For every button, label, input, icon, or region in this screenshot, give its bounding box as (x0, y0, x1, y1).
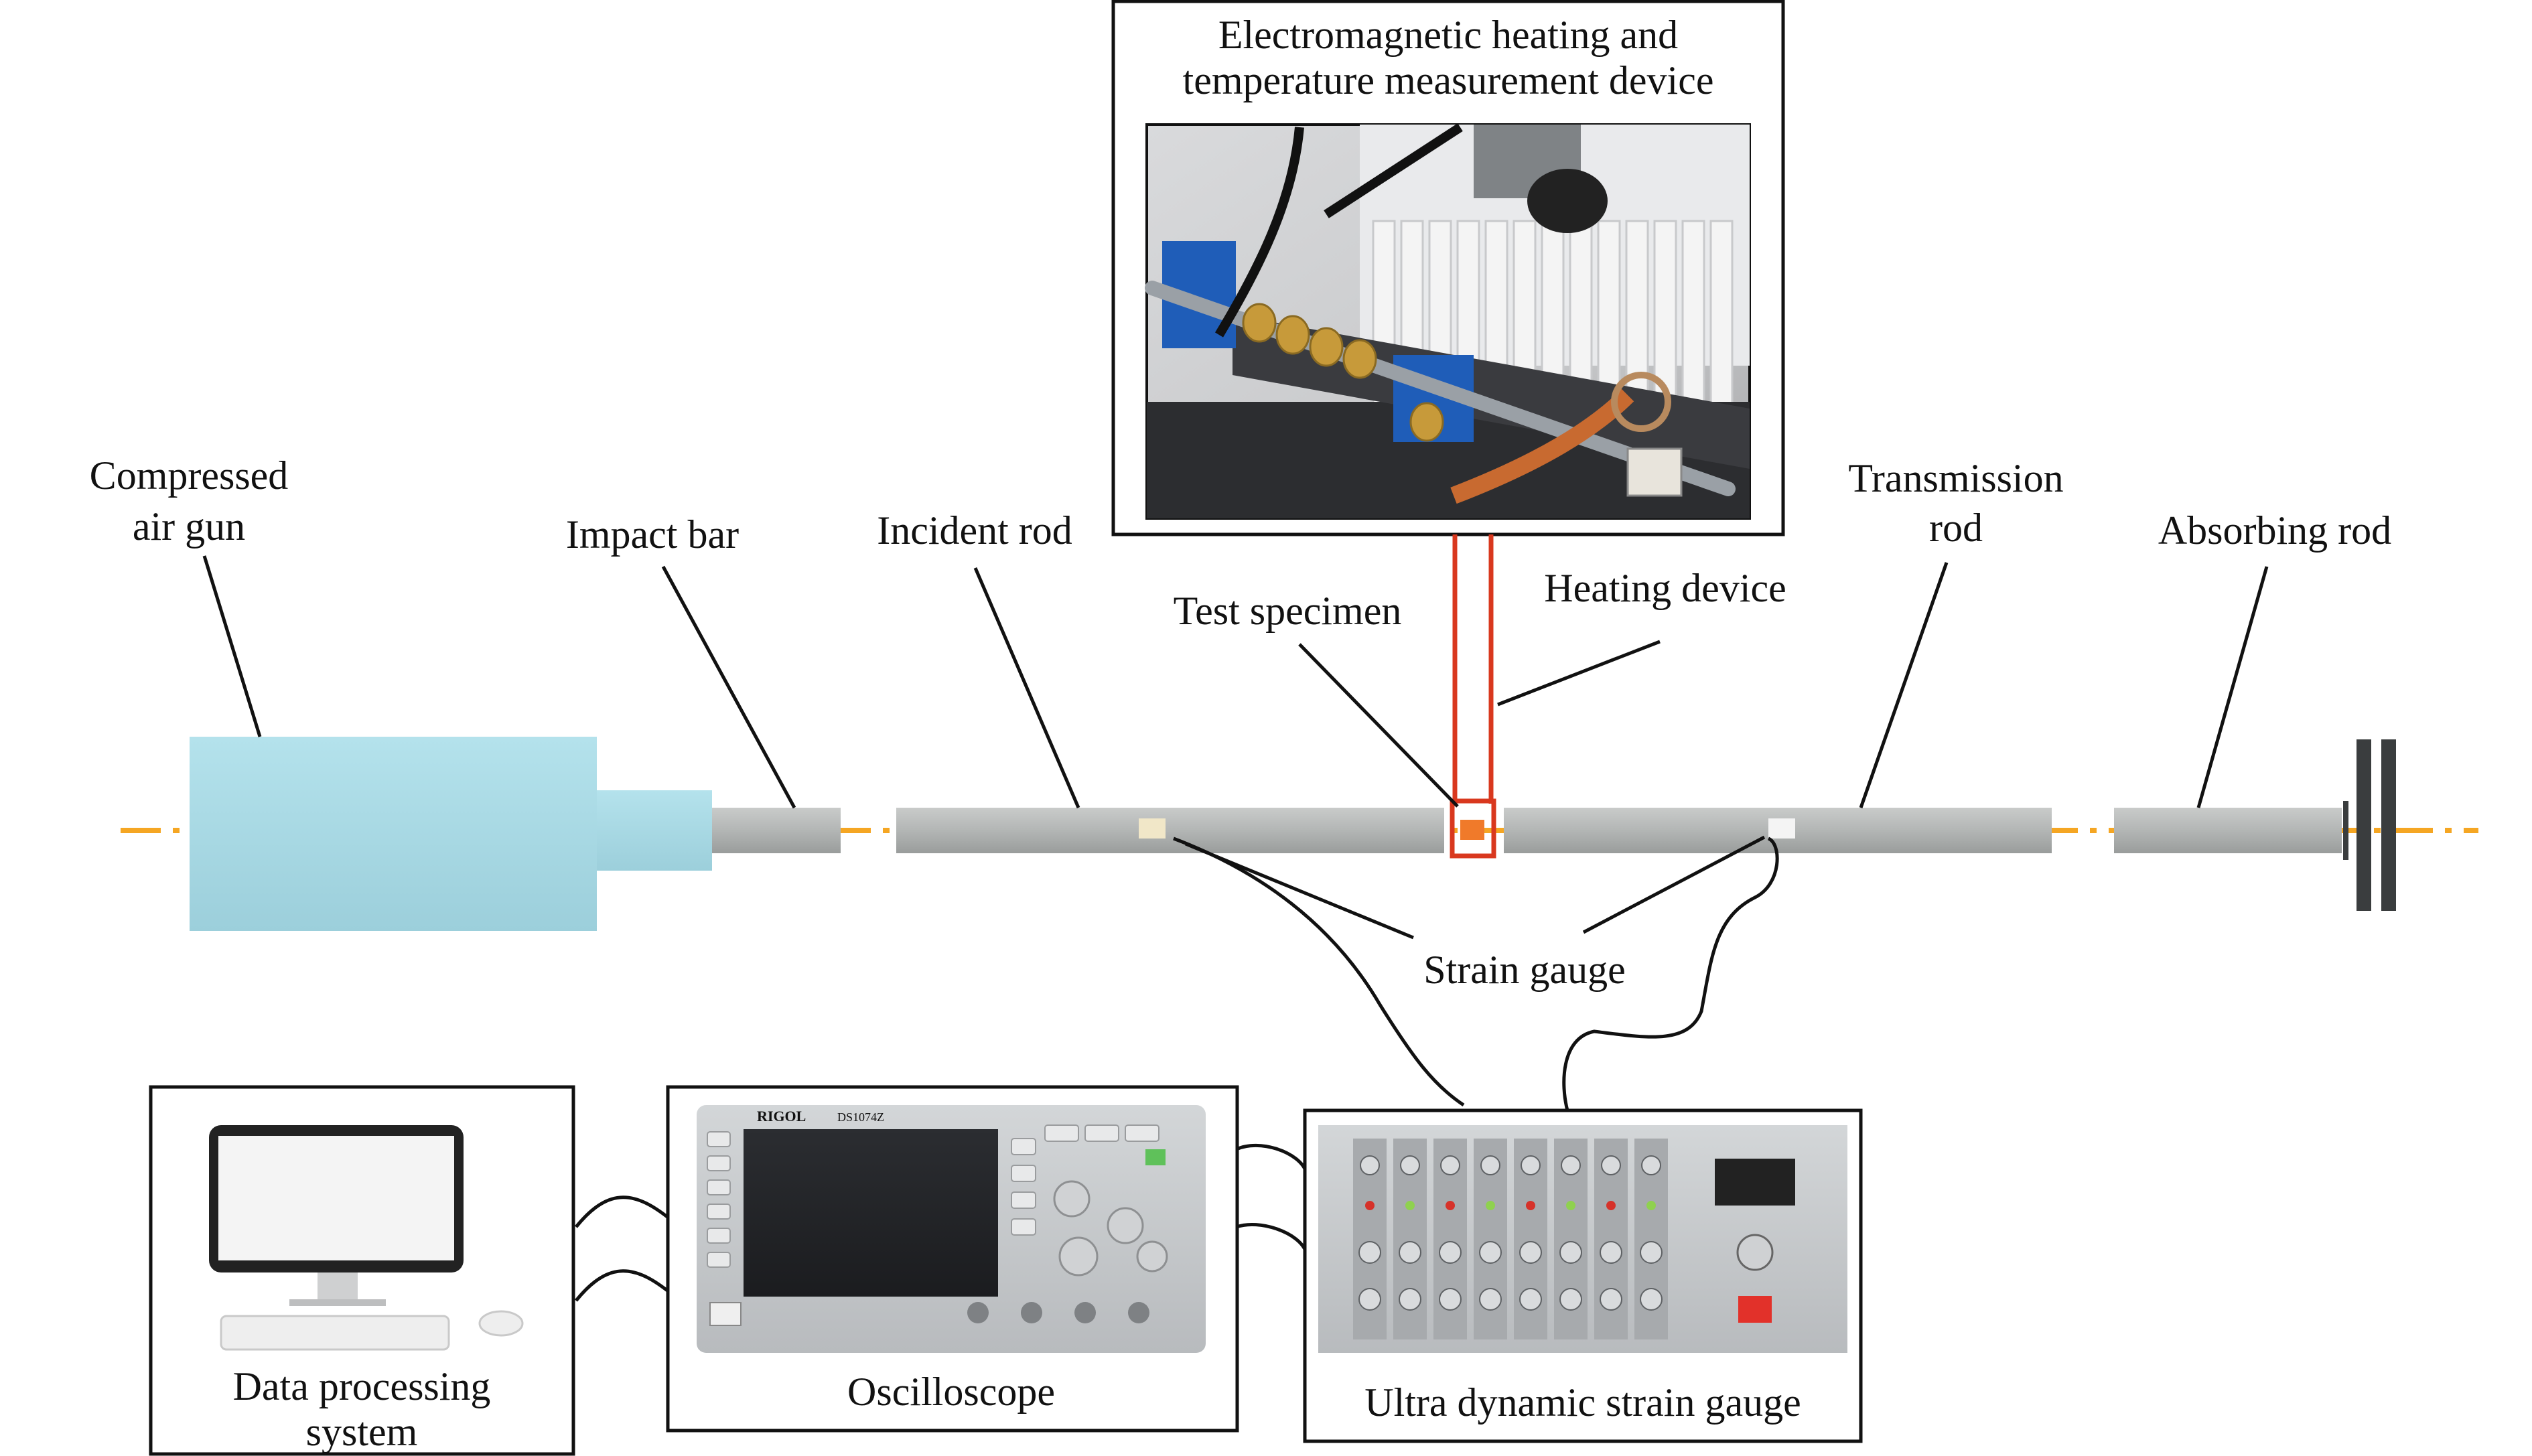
absorbing-rod (2114, 808, 2342, 853)
oscilloscope-panel: RIGOL DS1074Z (666, 1085, 1239, 1433)
oscilloscope-model: DS1074Z (837, 1110, 884, 1124)
label-oscilloscope: Oscilloscope (847, 1370, 1055, 1414)
label-data-processing-line2: system (306, 1410, 418, 1454)
label-heating-device: Heating device (1544, 566, 1786, 610)
end-stopper (2343, 739, 2396, 911)
label-impact-bar: Impact bar (566, 512, 739, 557)
signal-wires (575, 836, 1779, 1302)
heating-device-title-line2: temperature measurement device (1183, 58, 1714, 102)
strain-gauge-incident (1139, 818, 1166, 839)
label-data-processing-line1: Data processing (233, 1364, 491, 1408)
incident-rod (896, 808, 1444, 853)
strain-amplifier-panel: Ultra dynamic strain gauge (1303, 1108, 1863, 1443)
label-test-specimen: Test specimen (1174, 589, 1402, 633)
label-ultra-dynamic-strain-gauge: Ultra dynamic strain gauge (1364, 1380, 1801, 1425)
label-absorbing-rod: Absorbing rod (2158, 508, 2391, 553)
compressed-air-gun (190, 737, 712, 931)
test-specimen (1460, 820, 1484, 840)
heating-device-column (1450, 534, 1496, 859)
strain-gauge-transmission (1768, 818, 1795, 839)
label-compressed-line2: air gun (133, 504, 245, 549)
oscilloscope-brand: RIGOL (757, 1108, 806, 1124)
heating-device-title-line1: Electromagnetic heating and (1218, 13, 1678, 57)
label-transmission-line1: Transmission (1848, 456, 2063, 500)
label-compressed-line1: Compressed (90, 453, 289, 498)
heating-device-photo (1145, 123, 1751, 520)
oscilloscope-device: RIGOL DS1074Z (697, 1105, 1206, 1353)
computer-icon (209, 1125, 524, 1351)
label-strain-gauge: Strain gauge (1423, 948, 1626, 992)
strain-amplifier-device (1318, 1125, 1847, 1353)
label-incident-rod: Incident rod (877, 508, 1072, 553)
impact-bar (712, 808, 841, 853)
data-processing-system-panel: Data processing system (149, 1085, 575, 1456)
label-transmission-line2: rod (1929, 506, 1983, 550)
heating-device-panel: Electromagnetic heating and temperature … (1111, 0, 1785, 536)
